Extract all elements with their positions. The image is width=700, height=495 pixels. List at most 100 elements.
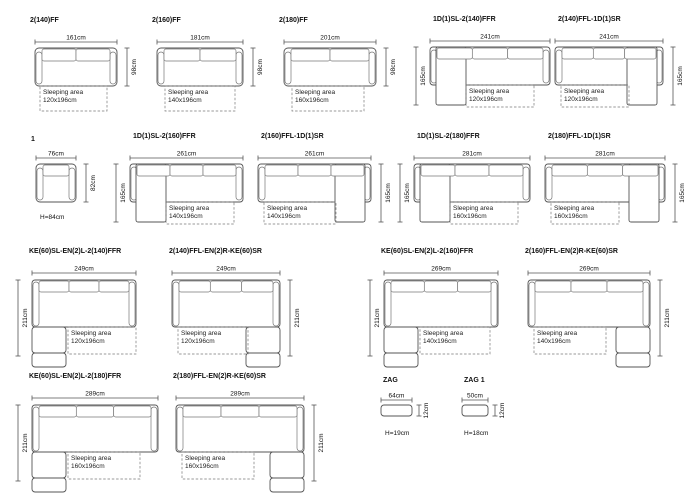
ottoman [383,352,419,368]
back-cushion [606,280,644,293]
width-label: 269cm [431,266,451,273]
sleeping-area-size: 140x196cm [423,338,457,345]
sleeping-area-label: Sleeping area [537,330,577,337]
back-cushion [38,405,77,418]
back-cushion [68,280,100,293]
cushion-outline [461,404,489,417]
armrest [258,166,266,201]
back-cushion [38,280,70,293]
sleeping-area-label: Sleeping area [469,88,509,95]
armrest [235,166,243,201]
sleeping-area-outline [165,201,235,225]
chaise-outline [419,163,451,223]
sleeping-area-size: 140x196cm [537,338,571,345]
armrest [284,51,292,85]
model-code: 2(160)FFL-EN(2)R-KE(60)SR [525,248,618,255]
armrest [35,51,43,85]
sleeping-area-size: 120x196cm [564,96,598,103]
sleeping-area-outline [263,201,337,225]
sofa-model: 2(160)FFL-EN(2)R-KE(60)SR269cm211cmSleep… [525,248,671,368]
armrest [109,51,117,85]
armrest [150,406,158,452]
sleeping-area-outline [67,326,137,355]
sleeping-area-outline [164,85,236,112]
model-code: 1D(1)SL-2(180)FFR [417,133,480,140]
width-label: 201cm [320,35,340,42]
width-label: 289cm [85,391,105,398]
sleeping-area-label: Sleeping area [295,89,335,96]
back-cushion [98,280,130,293]
ottoman [269,477,305,493]
armrest [642,281,650,327]
back-cushion [436,47,473,60]
armrest [384,281,392,327]
armrest [172,281,180,327]
sleeping-area-size: 140x196cm [168,97,202,104]
back-cushion [113,405,152,418]
ottoman [31,352,67,368]
armrest [128,281,136,327]
model-code: 2(160)FFL-1D(1)SR [261,133,324,140]
sleeping-area-outline [291,85,365,112]
armrest [32,406,40,452]
sleeping-area-label: Sleeping area [267,205,307,212]
back-cushion [199,48,237,62]
armrest [545,166,553,201]
depth-label: 211cm [294,308,301,327]
width-label: 261cm [305,151,325,158]
depth-label: 165cm [677,66,684,86]
sleeping-area-size: 120x196cm [469,96,503,103]
sleeping-area-outline [465,84,535,108]
width-label: 281cm [595,151,615,158]
back-cushion [241,280,274,293]
depth-label: 165cm [420,66,427,86]
sleeping-area-label: Sleeping area [168,89,208,96]
sleeping-area-size: 160x196cm [71,463,105,470]
sofa-model: 2(140)FFL-EN(2)R-KE(60)SR249cm211cmSleep… [169,248,301,368]
armrest [68,167,76,201]
sleeping-area-size: 160x196cm [453,213,487,220]
sleeping-area-size: 120x196cm [71,338,105,345]
sleeping-area-outline [39,85,108,112]
sleeping-area-outline [419,326,491,355]
depth-label: 98cm [131,59,138,75]
back-cushion [488,164,524,177]
chaise-outline [626,46,658,106]
depth-label: 211cm [22,308,29,327]
sleeping-area-outline [181,451,255,480]
sleeping-area-size: 160x196cm [295,97,329,104]
chaise-outline [628,163,660,223]
width-label: 64cm [389,393,405,400]
back-cushion [624,47,657,60]
back-cushion [41,48,77,62]
corner-extension [245,326,281,354]
depth-label: 211cm [22,433,29,452]
armrest [36,167,44,201]
back-cushion [182,405,222,418]
back-cushion [534,280,572,293]
back-cushion [551,164,588,177]
width-label: 241cm [480,34,500,41]
armrest [542,49,550,84]
sleeping-area-label: Sleeping area [453,205,493,212]
back-cushion [163,48,201,62]
back-cushion [42,164,70,177]
corner-extension [269,451,305,479]
sleeping-area-label: Sleeping area [71,330,111,337]
ottoman [615,352,651,368]
width-label: 161cm [66,35,86,42]
corner-extension [383,326,419,354]
sleeping-area-outline [550,201,620,225]
sleeping-area-label: Sleeping area [423,330,463,337]
depth-label: 165cm [385,183,392,203]
back-cushion [75,48,111,62]
sleeping-area-size: 160x196cm [554,213,588,220]
